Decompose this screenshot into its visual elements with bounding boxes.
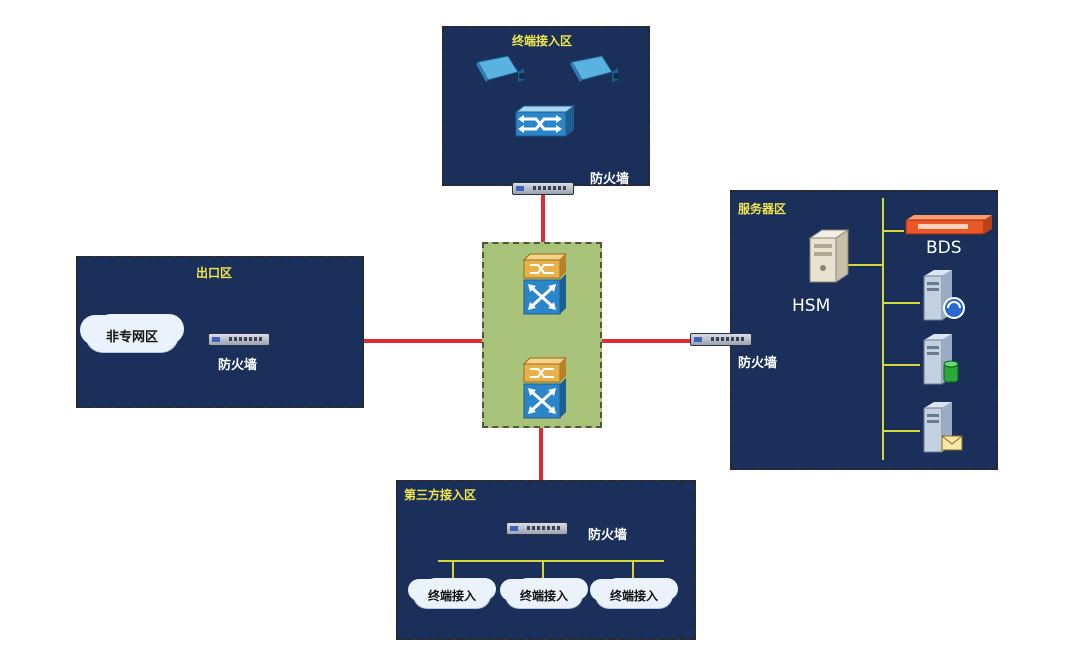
bus-branch: [882, 302, 920, 304]
zone-terminal-access-title: 终端接入区: [512, 34, 573, 48]
hsm-label: HSM: [792, 296, 831, 316]
bus-branch: [632, 560, 634, 584]
appliance-icon: [905, 215, 992, 235]
server-icon: [923, 402, 963, 453]
core-switch-icon: [522, 253, 568, 315]
terminal-access-3-label: 终端接入: [609, 588, 658, 603]
server-bus: [882, 198, 884, 460]
firewall-icon: [512, 182, 574, 195]
cloud-terminal-access: 终端接入: [414, 582, 490, 608]
cloud-terminal-access: 终端接入: [596, 582, 672, 608]
zone-server: 服务器区 BDS HSM: [730, 190, 998, 470]
firewall-right-label: 防火墙: [738, 356, 778, 371]
firewall-bottom-label: 防火墙: [588, 528, 628, 543]
zone-exit: 出口区 非专网区 防火墙: [76, 256, 364, 408]
server-icon: [923, 334, 959, 385]
bds-label: BDS: [926, 238, 962, 258]
bus-branch: [882, 364, 920, 366]
core-area: [482, 242, 602, 428]
firewall-left-label: 防火墙: [218, 358, 258, 373]
bus-branch: [452, 560, 454, 584]
firewall-top-label: 防火墙: [590, 172, 630, 187]
server-icon: [923, 270, 965, 321]
access-bus: [438, 560, 664, 562]
bus-branch: [842, 264, 884, 266]
cloud-terminal-access: 终端接入: [506, 582, 582, 608]
zone-server-title: 服务器区: [738, 202, 787, 216]
terminal-access-1-label: 终端接入: [427, 588, 476, 603]
zone-exit-title: 出口区: [196, 266, 233, 280]
cloud-non-private-network: 非专网区: [86, 318, 178, 352]
zone-terminal-access: 终端接入区 防火墙: [442, 26, 650, 187]
bus-branch: [882, 230, 904, 232]
core-switch-icon: [522, 357, 568, 419]
camera-icon: [476, 55, 525, 82]
firewall-icon: [690, 333, 752, 346]
firewall-icon: [208, 333, 270, 346]
zone-third-party-title: 第三方接入区: [404, 488, 477, 502]
camera-icon: [570, 55, 619, 82]
firewall-icon: [506, 522, 568, 535]
non-private-network-label: 非专网区: [105, 329, 158, 345]
server-icon: [808, 229, 850, 283]
terminal-access-2-label: 终端接入: [519, 588, 568, 603]
bus-branch: [542, 560, 544, 584]
bus-branch: [882, 430, 920, 432]
switch-icon: [514, 105, 576, 137]
zone-third-party: 第三方接入区 防火墙 终端接入 终端接入 终端接入: [396, 480, 696, 640]
